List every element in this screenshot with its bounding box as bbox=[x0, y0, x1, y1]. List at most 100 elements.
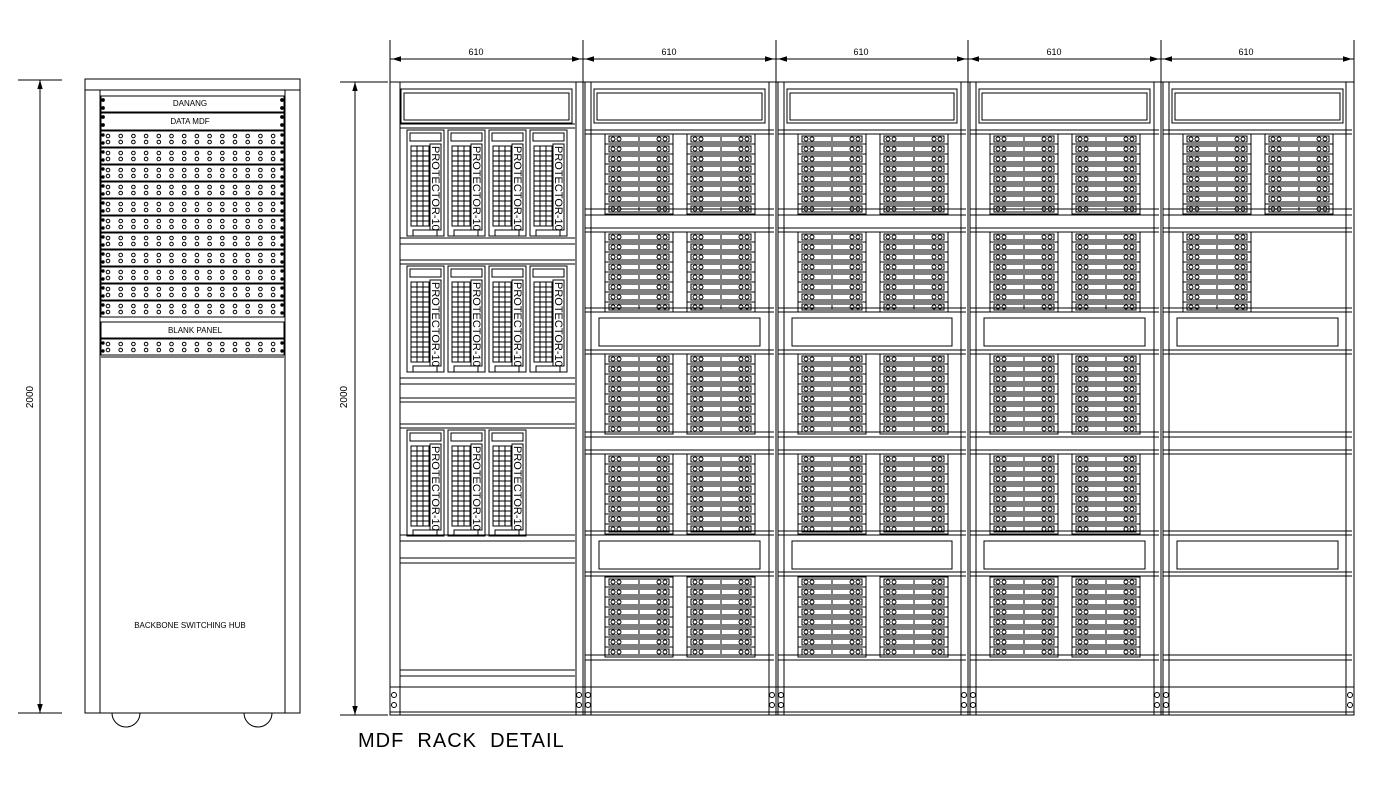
port bbox=[181, 235, 187, 241]
port bbox=[156, 347, 162, 353]
block-strip bbox=[690, 253, 752, 261]
block-terminal bbox=[937, 406, 943, 412]
block-terminal bbox=[809, 356, 815, 362]
port bbox=[194, 292, 200, 298]
block-terminal bbox=[809, 366, 815, 372]
block-terminal bbox=[885, 579, 891, 585]
block-terminal bbox=[1083, 486, 1089, 492]
port bbox=[105, 190, 111, 196]
port bbox=[169, 133, 174, 139]
block-terminal bbox=[616, 284, 622, 290]
port bbox=[118, 269, 123, 275]
port bbox=[220, 235, 225, 241]
block-terminal bbox=[891, 264, 897, 270]
block-strip bbox=[690, 405, 752, 413]
block-strip bbox=[993, 243, 1055, 251]
blank-panel bbox=[983, 317, 1146, 347]
port bbox=[105, 258, 111, 264]
block-terminal bbox=[698, 196, 704, 202]
block-terminal bbox=[738, 304, 744, 310]
base-screw bbox=[1154, 702, 1160, 708]
port bbox=[156, 218, 162, 224]
block-terminal bbox=[1047, 629, 1053, 635]
block-terminal bbox=[809, 516, 815, 522]
block-terminal bbox=[610, 579, 616, 585]
block-terminal bbox=[662, 619, 668, 625]
block-terminal bbox=[931, 396, 937, 402]
port bbox=[131, 235, 136, 241]
block-terminal bbox=[885, 629, 891, 635]
screw bbox=[101, 98, 105, 102]
port bbox=[194, 139, 200, 145]
port bbox=[105, 173, 111, 179]
block-terminal bbox=[1077, 304, 1083, 310]
block-strip bbox=[993, 578, 1055, 586]
port bbox=[131, 207, 136, 213]
block-strip bbox=[883, 485, 945, 493]
block-strip bbox=[993, 135, 1055, 143]
block-terminal bbox=[809, 264, 815, 270]
block-terminal bbox=[995, 176, 1001, 182]
block-terminal bbox=[1270, 166, 1276, 172]
block-terminal bbox=[1083, 579, 1089, 585]
block-terminal bbox=[1234, 304, 1240, 310]
block-strip bbox=[690, 303, 752, 311]
block-terminal bbox=[698, 649, 704, 655]
block-terminal bbox=[931, 406, 937, 412]
block-terminal bbox=[698, 619, 704, 625]
block-terminal bbox=[849, 176, 855, 182]
port bbox=[220, 275, 225, 281]
port bbox=[105, 252, 111, 258]
block-strip bbox=[1075, 505, 1137, 513]
block-strip bbox=[1075, 385, 1137, 393]
port bbox=[232, 252, 238, 258]
block-terminal bbox=[803, 426, 809, 432]
block-strip bbox=[1075, 628, 1137, 636]
block-strip bbox=[993, 465, 1055, 473]
block-terminal bbox=[931, 284, 937, 290]
block-terminal bbox=[1083, 416, 1089, 422]
port bbox=[270, 303, 276, 309]
block-terminal bbox=[891, 496, 897, 502]
block-strip bbox=[1075, 425, 1137, 433]
block-terminal bbox=[616, 589, 622, 595]
block-strip bbox=[883, 233, 945, 241]
block-terminal bbox=[698, 599, 704, 605]
block-strip bbox=[608, 415, 670, 423]
block-terminal bbox=[809, 456, 815, 462]
block-terminal bbox=[1047, 186, 1053, 192]
block-terminal bbox=[995, 629, 1001, 635]
block-terminal bbox=[1234, 156, 1240, 162]
port bbox=[245, 133, 250, 139]
block-terminal bbox=[885, 406, 891, 412]
port bbox=[207, 235, 212, 241]
block-terminal bbox=[809, 254, 815, 260]
block-terminal bbox=[1270, 136, 1276, 142]
port bbox=[245, 167, 250, 173]
block-terminal bbox=[931, 649, 937, 655]
block-terminal bbox=[698, 136, 704, 142]
block-terminal bbox=[698, 526, 704, 532]
block-terminal bbox=[698, 186, 704, 192]
block-terminal bbox=[803, 136, 809, 142]
block-terminal bbox=[931, 526, 937, 532]
block-strip bbox=[883, 175, 945, 183]
block-terminal bbox=[931, 496, 937, 502]
block-terminal bbox=[1240, 284, 1246, 290]
port bbox=[270, 347, 276, 353]
block-terminal bbox=[1041, 376, 1047, 382]
block-terminal bbox=[1077, 496, 1083, 502]
block-terminal bbox=[931, 426, 937, 432]
block-terminal bbox=[1077, 206, 1083, 212]
block-terminal bbox=[1001, 356, 1007, 362]
screw bbox=[101, 141, 105, 145]
block-strip bbox=[1075, 355, 1137, 363]
block-strip bbox=[1186, 233, 1248, 241]
block-terminal bbox=[1129, 356, 1135, 362]
block-terminal bbox=[849, 304, 855, 310]
block-strip bbox=[608, 253, 670, 261]
block-strip bbox=[1186, 293, 1248, 301]
port bbox=[220, 341, 225, 347]
port bbox=[194, 303, 200, 309]
port bbox=[258, 190, 263, 196]
